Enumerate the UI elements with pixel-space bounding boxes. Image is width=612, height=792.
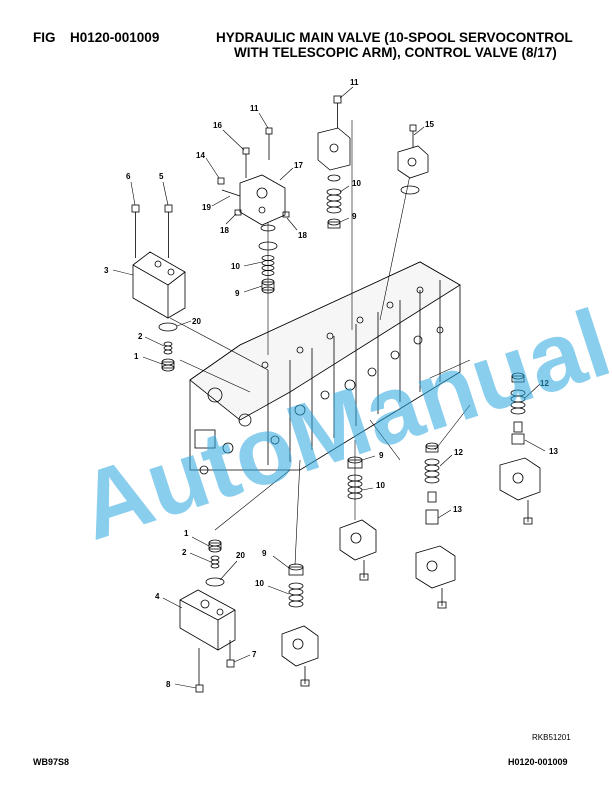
bolts-11-16	[242, 127, 273, 178]
title-line-2: WITH TELESCOPIC ARM), CONTROL VALVE (8/1…	[234, 45, 557, 60]
cap-left	[261, 278, 275, 294]
callout-19: 19	[202, 203, 211, 212]
right-stack-middle	[415, 442, 456, 609]
fig-number: H0120-001009	[70, 30, 160, 45]
callout-9-top: 9	[352, 212, 357, 221]
callout-4: 4	[155, 592, 160, 601]
callout-1-top: 1	[134, 352, 139, 361]
callout-18-right: 18	[298, 231, 307, 240]
callout-14: 14	[196, 151, 205, 160]
callout-16: 16	[213, 121, 222, 130]
fig-label: FIG	[33, 30, 56, 45]
callout-17: 17	[294, 161, 303, 170]
callout-9-center: 9	[379, 451, 384, 460]
callout-leaders	[112, 86, 546, 689]
callout-6: 6	[126, 172, 131, 181]
callout-8: 8	[166, 680, 171, 689]
end-cover-upper	[132, 251, 186, 319]
callout-15: 15	[425, 120, 434, 129]
callout-3: 3	[104, 266, 109, 275]
callout-10-bottom: 10	[255, 579, 264, 588]
spring-upper	[163, 341, 173, 355]
callout-13-mid: 13	[453, 505, 462, 514]
spring-left	[261, 255, 275, 276]
o-ring-left	[260, 224, 276, 232]
callout-10-top: 10	[352, 179, 361, 188]
callout-10-left: 10	[231, 262, 240, 271]
title-line-1: HYDRAULIC MAIN VALVE (10-SPOOL SERVOCONT…	[216, 30, 573, 45]
callout-10-center: 10	[376, 481, 385, 490]
footer-fig-number: H0120-001009	[508, 757, 568, 767]
callout-9-left: 9	[235, 289, 240, 298]
actuator-bracket	[217, 174, 290, 226]
callout-11-top: 11	[350, 78, 359, 87]
callout-20-bottom: 20	[236, 551, 245, 560]
callout-numbers: 11 11 16 15 14 17 6 5 10 19 9 18 18 10 3…	[104, 78, 558, 689]
callout-12-mid: 12	[454, 448, 463, 457]
callout-18-left: 18	[220, 226, 229, 235]
callout-13-top: 13	[549, 447, 558, 456]
bolts-5-6	[131, 204, 173, 258]
callout-9-bottom: 9	[262, 549, 267, 558]
actuator-right-top	[397, 124, 429, 195]
callout-11-mid: 11	[250, 104, 259, 113]
callout-2-top: 2	[138, 332, 143, 341]
cap-upper	[161, 358, 175, 372]
footer-model: WB97S8	[33, 757, 70, 767]
main-valve-body	[189, 261, 461, 475]
o-ring-upper	[158, 322, 178, 332]
drawing-reference: RKB51201	[532, 733, 571, 742]
callout-5: 5	[159, 172, 164, 181]
lower-center-stack	[281, 563, 319, 687]
end-cover-lower	[179, 539, 236, 693]
callout-1-bottom: 1	[184, 529, 189, 538]
right-stack-upper	[499, 372, 541, 525]
actuator-center-top	[317, 95, 351, 229]
callout-12-top: 12	[540, 379, 549, 388]
callout-2-bottom: 2	[182, 548, 187, 557]
callout-7: 7	[252, 650, 257, 659]
callout-20-top: 20	[192, 317, 201, 326]
